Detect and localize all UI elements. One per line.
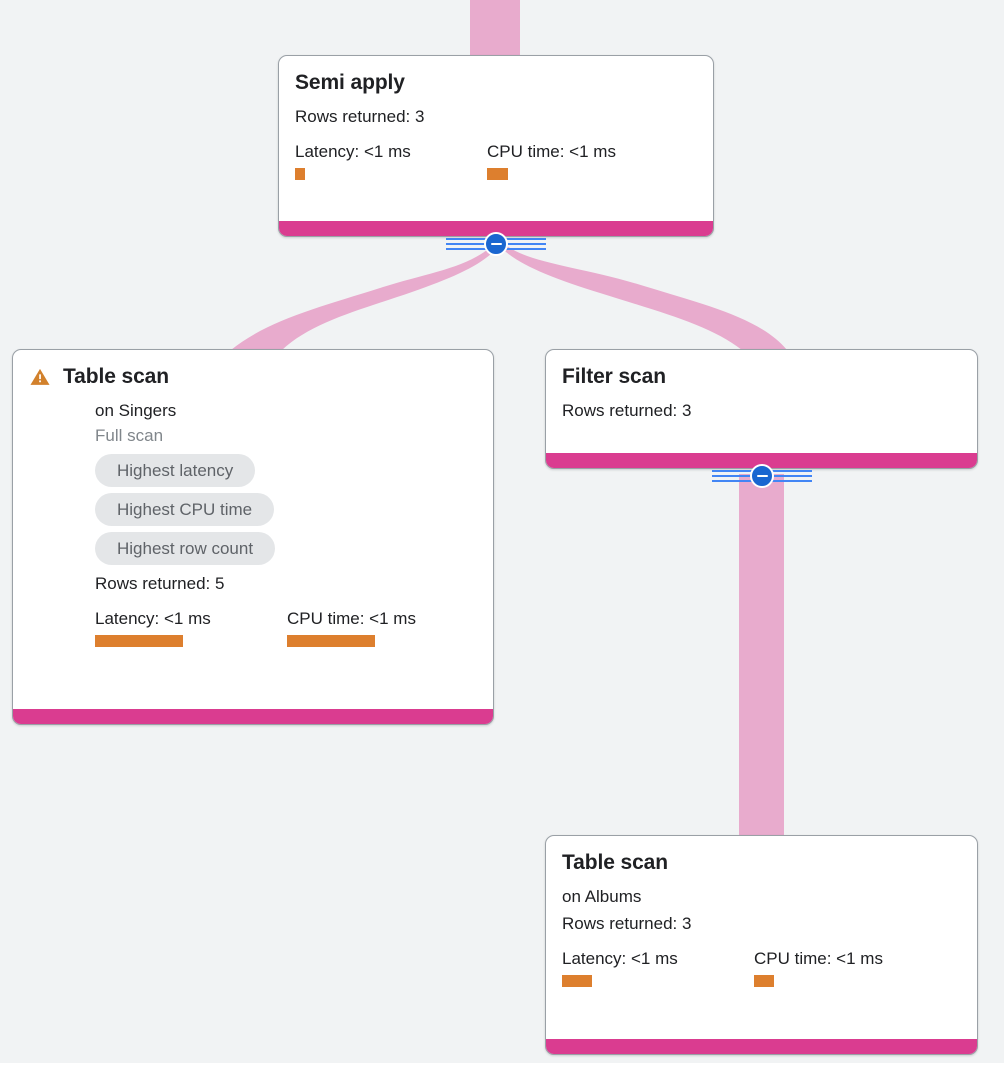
node-filter-scan-title-row: Filter scan <box>562 364 961 390</box>
metric-cpu-time: CPU time: <1 ms <box>487 141 616 180</box>
warning-triangle-icon <box>29 366 51 388</box>
metric-latency: Latency: <1 ms <box>295 141 487 180</box>
node-chips: Highest latency Highest CPU time Highest… <box>29 454 477 565</box>
node-title: Semi apply <box>295 71 405 94</box>
metric-cpu-time-bar <box>287 635 375 647</box>
node-subtitle: on Singers <box>95 401 177 420</box>
metric-cpu-time-label: CPU time: <1 ms <box>287 609 416 628</box>
rows-returned: Rows returned: 3 <box>562 401 692 420</box>
node-subtitle: on Albums <box>562 887 642 906</box>
node-semi-apply-title-row: Semi apply <box>295 70 697 96</box>
metric-latency-label: Latency: <1 ms <box>295 142 411 161</box>
node-scan-type: Full scan <box>95 426 164 445</box>
metric-latency-label: Latency: <1 ms <box>95 609 211 628</box>
rows-returned: Rows returned: 5 <box>95 574 225 593</box>
node-semi-apply[interactable]: Semi apply Rows returned: 3 Latency: <1 … <box>278 55 714 237</box>
toggle-semi-apply[interactable] <box>446 231 546 257</box>
edge-semi-apply-to-table-scan-singers <box>231 243 501 350</box>
chip-highest-latency[interactable]: Highest latency <box>95 454 256 487</box>
node-table-scan-singers-metrics: Latency: <1 ms CPU time: <1 ms <box>95 608 477 647</box>
node-filter-scan-body: Filter scan Rows returned: 3 <box>546 350 977 433</box>
metric-cpu-time-label: CPU time: <1 ms <box>487 142 616 161</box>
node-table-scan-singers-title-row: Table scan <box>29 364 477 390</box>
node-table-scan-albums[interactable]: Table scan on Albums Rows returned: 3 La… <box>545 835 978 1055</box>
minus-circle-icon[interactable] <box>484 232 508 256</box>
metric-latency-label: Latency: <1 ms <box>562 949 678 968</box>
node-filter-scan[interactable]: Filter scan Rows returned: 3 <box>545 349 978 469</box>
edge-root-to-semi-apply <box>470 0 520 56</box>
node-table-scan-albums-metrics: Latency: <1 ms CPU time: <1 ms <box>562 948 961 987</box>
metric-cpu-time: CPU time: <1 ms <box>287 608 416 647</box>
node-semi-apply-body: Semi apply Rows returned: 3 Latency: <1 … <box>279 56 713 190</box>
metric-latency-bar <box>95 635 183 647</box>
node-title: Table scan <box>63 365 169 388</box>
node-table-scan-singers[interactable]: Table scan on Singers Full scan Highest … <box>12 349 494 725</box>
rows-returned: Rows returned: 3 <box>562 914 692 933</box>
metric-cpu-time-bar <box>487 168 508 180</box>
chip-highest-cpu-time[interactable]: Highest CPU time <box>95 493 275 526</box>
node-title: Table scan <box>562 851 668 874</box>
metric-cpu-time: CPU time: <1 ms <box>754 948 883 987</box>
bottom-strip <box>0 1063 1004 1072</box>
node-table-scan-albums-body: Table scan on Albums Rows returned: 3 La… <box>546 836 977 997</box>
metric-latency: Latency: <1 ms <box>95 608 287 647</box>
rows-returned: Rows returned: 3 <box>295 107 425 126</box>
node-accent-bar <box>13 709 493 724</box>
node-accent-bar <box>546 453 977 468</box>
metric-latency-bar <box>295 168 305 180</box>
node-semi-apply-metrics: Latency: <1 ms CPU time: <1 ms <box>295 141 697 180</box>
edge-filter-scan-to-table-scan-albums <box>739 474 784 838</box>
node-accent-bar <box>279 221 713 236</box>
metric-cpu-time-bar <box>754 975 774 987</box>
metric-latency-bar <box>562 975 592 987</box>
edge-semi-apply-to-filter-scan <box>497 243 787 350</box>
toggle-filter-scan[interactable] <box>712 463 812 489</box>
node-title: Filter scan <box>562 365 666 388</box>
minus-circle-icon[interactable] <box>750 464 774 488</box>
node-table-scan-albums-title-row: Table scan <box>562 850 961 876</box>
node-accent-bar <box>546 1039 977 1054</box>
node-table-scan-singers-body: Table scan on Singers Full scan Highest … <box>13 350 493 657</box>
chip-highest-row-count[interactable]: Highest row count <box>95 532 276 565</box>
metric-cpu-time-label: CPU time: <1 ms <box>754 949 883 968</box>
metric-latency: Latency: <1 ms <box>562 948 754 987</box>
